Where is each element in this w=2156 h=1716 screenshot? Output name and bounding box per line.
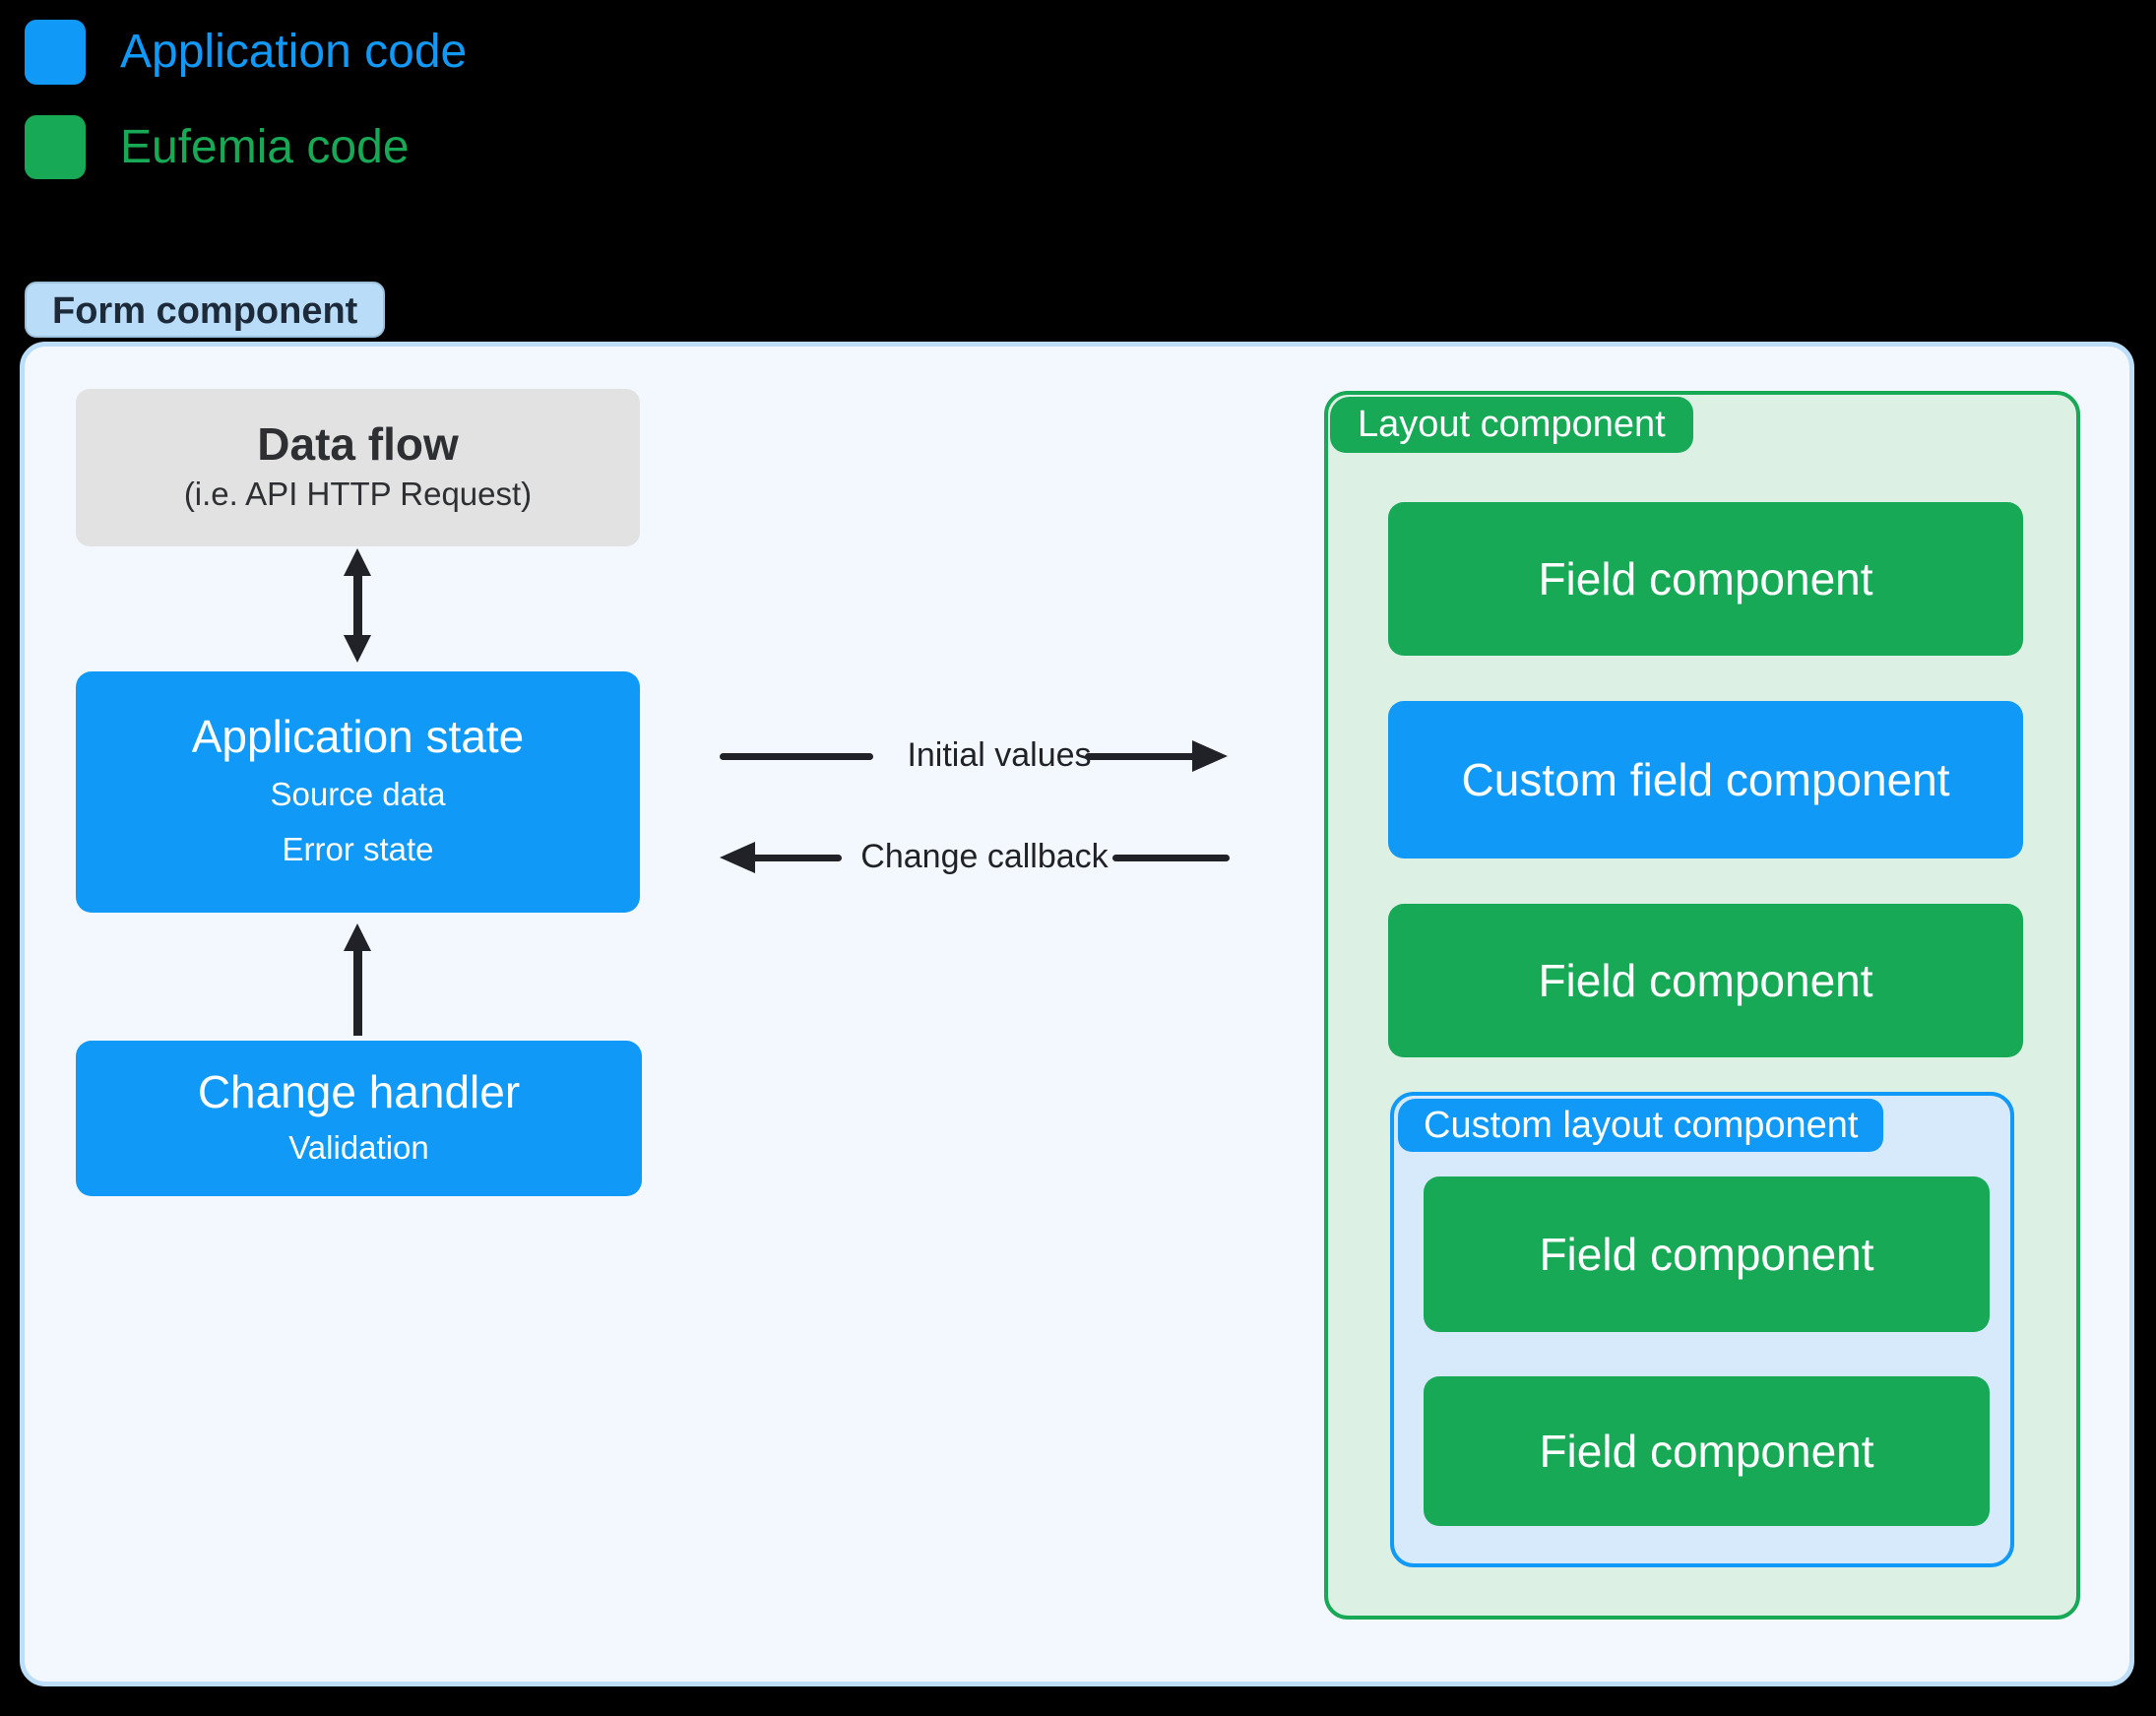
change-handler-line-validation: Validation <box>288 1128 429 1166</box>
change-handler-box: Change handler Validation <box>76 1041 642 1196</box>
field-component-label: Field component <box>1538 552 1873 604</box>
field-component-label: Field component <box>1538 954 1873 1006</box>
arrow-line <box>720 753 873 760</box>
form-component-badge: Form component <box>25 282 386 338</box>
application-state-box: Application state Source data Error stat… <box>76 671 640 913</box>
field-component-box-2: Field component <box>1388 904 2023 1057</box>
application-state-title: Application state <box>191 711 525 763</box>
arrow-line <box>751 855 842 861</box>
field-component-box-4: Field component <box>1424 1376 1990 1526</box>
application-state-line-source-data: Source data <box>270 776 446 813</box>
field-component-label: Field component <box>1539 1228 1874 1280</box>
arrow-line <box>1112 855 1230 861</box>
field-component-box-3: Field component <box>1424 1176 1990 1332</box>
field-component-label: Field component <box>1539 1425 1874 1477</box>
arrow-shaft <box>353 570 362 639</box>
legend-label-application-code: Application code <box>120 26 468 78</box>
custom-layout-component-badge: Custom layout component <box>1398 1099 1884 1152</box>
custom-layout-component-container: Custom layout component Field component … <box>1390 1092 2014 1567</box>
arrow-down-head-icon <box>344 635 371 663</box>
initial-values-label: Initial values <box>907 736 1092 774</box>
change-handler-title: Change handler <box>197 1065 521 1117</box>
eufemia-code-swatch <box>25 115 86 179</box>
custom-field-component-box: Custom field component <box>1388 701 2023 858</box>
arrow-shaft <box>353 945 362 1036</box>
form-component-container: Data flow (i.e. API HTTP Request) Applic… <box>20 342 2134 1686</box>
arrow-left-head-icon <box>720 842 755 873</box>
data-flow-title: Data flow <box>257 417 459 470</box>
application-code-swatch <box>25 20 86 85</box>
layout-component-badge: Layout component <box>1330 397 1693 453</box>
data-flow-box: Data flow (i.e. API HTTP Request) <box>76 389 640 546</box>
data-flow-subtitle: (i.e. API HTTP Request) <box>183 475 533 512</box>
arrow-line <box>1085 753 1195 760</box>
legend-label-eufemia-code: Eufemia code <box>120 121 410 173</box>
application-state-line-error-state: Error state <box>282 830 434 867</box>
arrow-right-head-icon <box>1192 740 1228 772</box>
field-component-box-1: Field component <box>1388 502 2023 656</box>
custom-field-component-label: Custom field component <box>1461 753 1950 805</box>
change-callback-label: Change callback <box>860 838 1109 875</box>
layout-component-container: Layout component Field component Custom … <box>1324 391 2080 1620</box>
